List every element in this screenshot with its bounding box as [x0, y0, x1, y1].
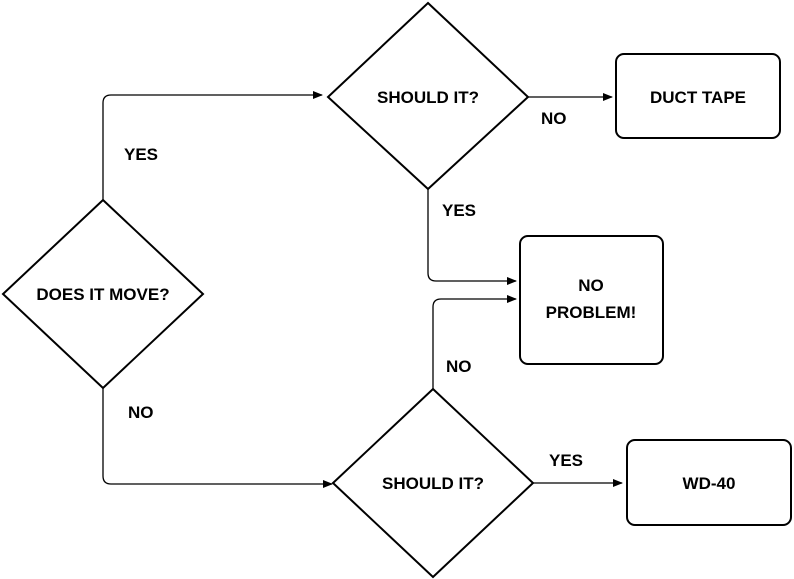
- decision-diamond: [331, 387, 535, 579]
- process-box: [519, 235, 664, 365]
- decision-diamond: [326, 1, 530, 191]
- process-duct-tape: DUCT TAPE: [615, 53, 781, 139]
- decision-does-it-move-label: DOES IT MOVE?: [36, 285, 169, 304]
- edge-label-bottom-yes: YES: [549, 451, 583, 470]
- process-no-problem: NO PROBLEM!: [519, 235, 664, 365]
- edge-label-top-no: NO: [541, 109, 567, 128]
- edge-move-yes: [102, 91, 323, 200]
- process-box: [615, 53, 781, 139]
- process-no-problem-label-line2: PROBLEM!: [546, 303, 637, 322]
- process-no-problem-label-line1: NO: [578, 276, 604, 295]
- decision-should-it-bottom: SHOULD IT?: [331, 387, 535, 579]
- decision-should-it-bottom-label: SHOULD IT?: [382, 474, 484, 493]
- edge-label-move-yes: YES: [124, 145, 158, 164]
- edge-label-move-no: NO: [128, 403, 154, 422]
- edge-move-no: [102, 388, 333, 488]
- decision-does-it-move: DOES IT MOVE?: [1, 198, 205, 390]
- edge-bottom-no: [432, 295, 517, 389]
- process-wd40-label: WD-40: [683, 474, 736, 493]
- decision-diamond: [1, 198, 205, 390]
- edge-top-yes: [427, 189, 517, 285]
- process-box: [626, 439, 792, 526]
- process-duct-tape-label: DUCT TAPE: [650, 88, 746, 107]
- decision-should-it-top: SHOULD IT?: [326, 1, 530, 191]
- edge-label-bottom-no: NO: [446, 357, 472, 376]
- edge-label-top-yes: YES: [442, 201, 476, 220]
- process-wd40: WD-40: [626, 439, 792, 526]
- decision-should-it-top-label: SHOULD IT?: [377, 88, 479, 107]
